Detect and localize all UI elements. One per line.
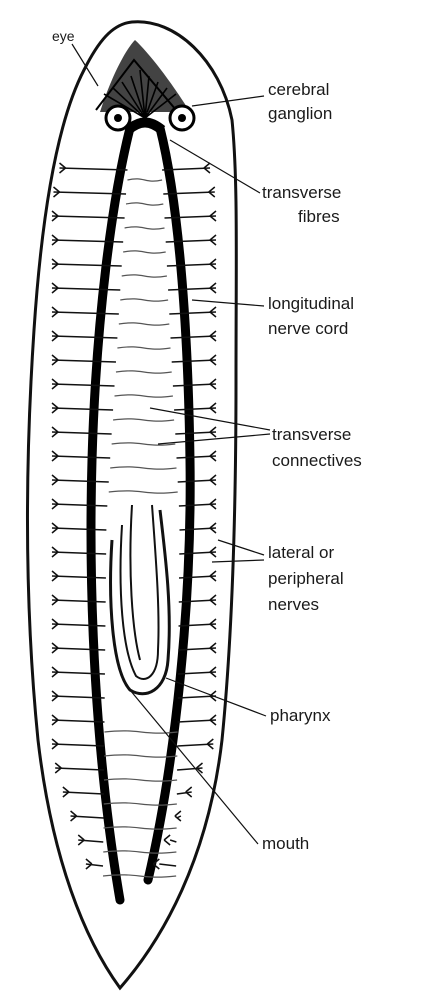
label-eye: eye	[52, 26, 75, 46]
label-transverse-fibres-2: fibres	[298, 207, 340, 227]
label-mouth: mouth	[262, 834, 309, 854]
label-lateral-or: lateral or	[268, 543, 334, 563]
label-pharynx: pharynx	[270, 706, 330, 726]
label-nerve-cord: nerve cord	[268, 319, 348, 339]
label-cerebral: cerebral	[268, 80, 329, 100]
label-ganglion: ganglion	[268, 104, 332, 124]
label-longitudinal: longitudinal	[268, 294, 354, 314]
label-connectives: connectives	[272, 451, 362, 471]
label-peripheral: peripheral	[268, 569, 344, 589]
label-transverse-fibres-1: transverse	[262, 183, 341, 203]
label-transverse: transverse	[272, 425, 351, 445]
label-nerves: nerves	[268, 595, 319, 615]
